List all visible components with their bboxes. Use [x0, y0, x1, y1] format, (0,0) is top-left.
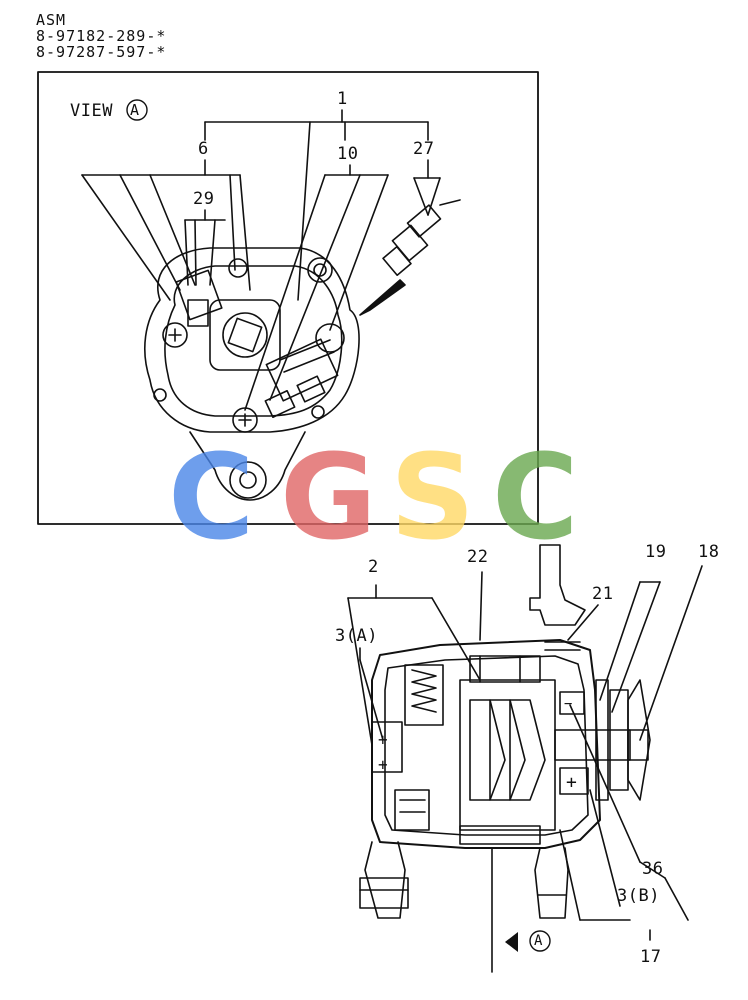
callout-22: 22	[467, 547, 489, 567]
svg-text:+: +	[566, 772, 577, 793]
watermark-letter-c2: C	[492, 428, 579, 566]
watermark-letter-g: G	[280, 428, 377, 566]
callout-18: 18	[698, 542, 720, 562]
callout-29: 29	[193, 189, 215, 209]
svg-text:−: −	[564, 696, 572, 712]
callout-10: 10	[337, 144, 359, 164]
callout-1: 1	[337, 89, 348, 109]
view-caption: VIEW	[70, 101, 113, 121]
assembly-label: ASM	[36, 11, 67, 29]
callout-leaders-top	[81, 109, 441, 411]
callout-17: 17	[640, 947, 662, 967]
connector-27	[359, 199, 461, 316]
watermark-letter-c1: C	[168, 428, 255, 566]
callout-2: 2	[368, 557, 379, 577]
view-arrow-icon	[505, 932, 518, 952]
svg-text:+: +	[378, 755, 388, 774]
svg-text:+: +	[378, 730, 388, 749]
watermark-letter-s: S	[390, 428, 475, 566]
callout-6: 6	[198, 139, 209, 159]
direction-marker-circle	[529, 930, 551, 952]
rear-housing	[144, 247, 360, 501]
part-number-2: 8-97287-597-*	[36, 43, 167, 61]
direction-marker-label: A	[534, 933, 543, 949]
part-number-1: 8-97182-289-*	[36, 27, 167, 45]
callout-21: 21	[592, 584, 614, 604]
view-a-frame	[37, 71, 539, 525]
callout-3b: 3(B)	[617, 886, 660, 906]
view-caption-marker: A	[130, 101, 140, 119]
callout-3a: 3(A)	[335, 626, 378, 646]
view-marker-circle	[126, 99, 148, 121]
callout-19: 19	[645, 542, 667, 562]
callout-27: 27	[413, 139, 435, 159]
section-housing: + + − +	[347, 544, 703, 973]
callout-36: 36	[642, 859, 664, 879]
